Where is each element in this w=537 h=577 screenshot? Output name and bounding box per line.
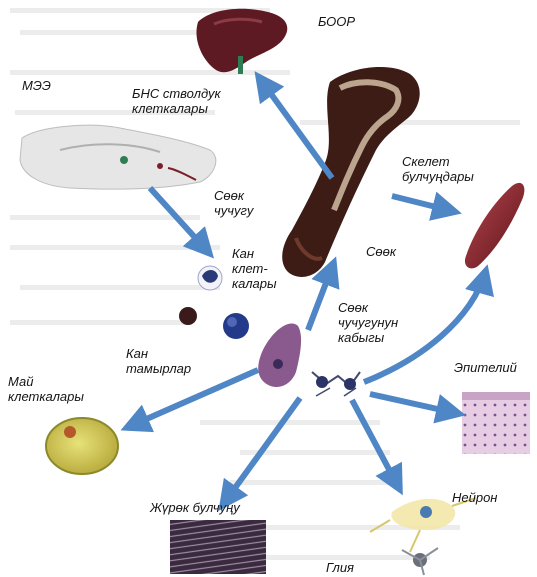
brain-illustration [20,125,216,189]
liver-illustration [196,9,287,74]
label-heart-muscle: Жүрөк булчуңу [150,500,240,515]
glia-illustration [402,548,438,575]
arrow-to-epithelium [370,394,460,414]
bone-illustration [282,67,420,277]
label-blood-cells: Кан клет- калары [232,246,277,291]
epithelium-illustration [462,392,530,454]
label-marrow-stroma: Сөөк чучугунун кабыгы [338,300,398,345]
arrow-to-fat-cells [126,370,258,428]
label-bone-marrow: Сөөк чучугу [214,188,253,218]
heart-muscle-illustration [170,520,266,574]
label-skeletal-muscle: Скелет булчуңдары [402,154,474,184]
arrow-to-neuron [352,400,400,490]
label-blood-vessels: Кан тамырлар [126,346,191,376]
neuron-illustration [370,498,476,552]
arrow-to-blood-cells [150,188,210,254]
label-epithelium: Эпителий [454,360,517,375]
label-neuron: Нейрон [452,490,497,505]
arrow-to-heart-muscle [222,398,300,506]
marrow-stroma-illustration [312,372,360,396]
label-fat-cells: Май клеткалары [8,374,84,404]
fat-cell-illustration [46,418,118,474]
label-bone: Сөөк [366,244,396,259]
label-glia: Глия [326,560,354,575]
skeletal-muscle-illustration [465,183,524,269]
arrow-to-skeletal-muscle [392,196,456,212]
arrow-to-hsc [258,76,332,178]
label-hsc: БНС стволдук клеткалары [132,86,221,116]
label-brain: МЭЭ [22,78,51,93]
blood-vessel-illustration [258,324,301,387]
label-liver: БООР [318,14,355,29]
